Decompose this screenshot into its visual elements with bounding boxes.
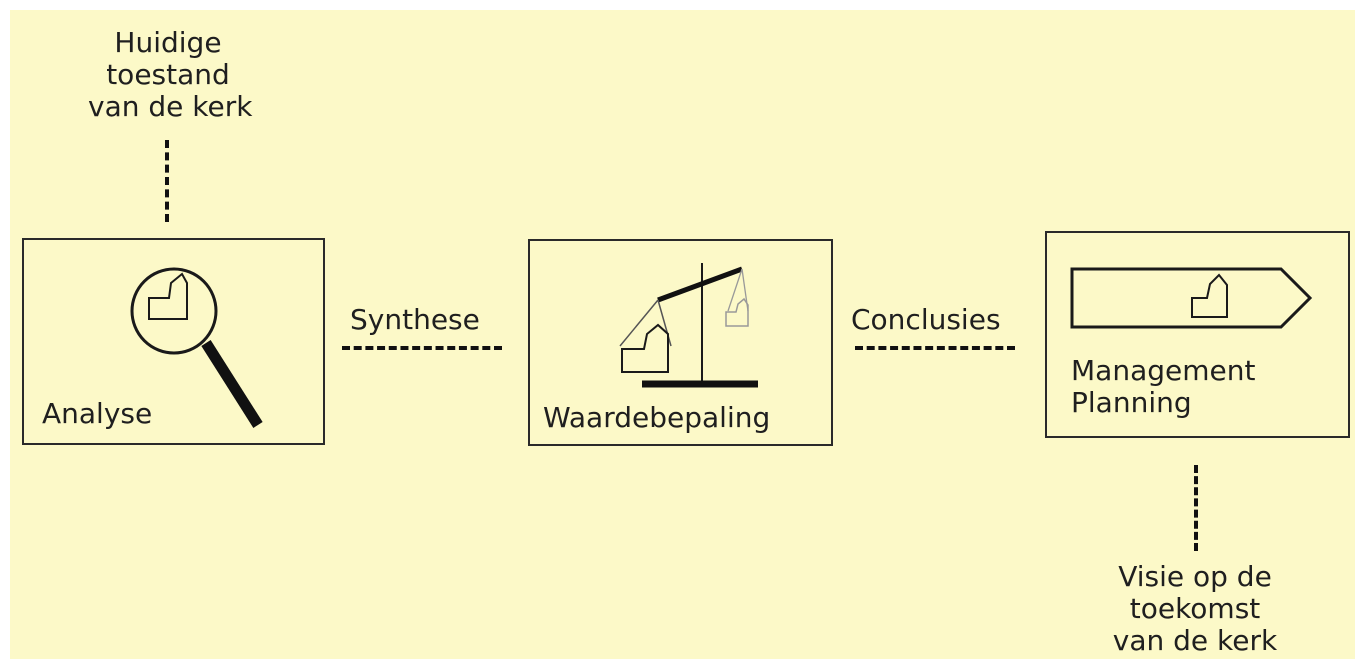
bottom-note-line1: Visie op de: [1118, 560, 1272, 593]
synthese-label: Synthese: [350, 303, 480, 336]
top-note: Huidige toestand van de kerk: [88, 26, 253, 123]
bottom-note-connector: [1194, 465, 1198, 551]
top-note-line3: van de kerk: [88, 90, 253, 123]
conclusies-connector: [855, 346, 1015, 350]
management-planning-box: Management Planning: [1045, 231, 1350, 438]
bottom-note-line2: toekomst: [1129, 592, 1261, 625]
top-note-line2: toestand: [106, 58, 230, 91]
management-label-line1: Management: [1071, 354, 1256, 387]
waardebepaling-box: Waardebepaling: [528, 239, 833, 446]
synthese-connector: [342, 346, 502, 350]
balance-scale-icon: [619, 263, 758, 388]
arrow-signpost-church-icon: [1070, 267, 1313, 329]
diagram-canvas: Huidige toestand van de kerk Analyse Syn…: [10, 10, 1355, 659]
conclusies-label: Conclusies: [851, 303, 1001, 336]
bottom-note-line3: van de kerk: [1112, 624, 1278, 657]
management-label-line2: Planning: [1071, 386, 1192, 419]
top-note-connector: [165, 140, 169, 222]
top-note-line1: Huidige: [114, 26, 222, 59]
management-planning-label: Management Planning: [1071, 355, 1255, 419]
analyse-box: Analyse: [22, 238, 325, 445]
waardebepaling-label: Waardebepaling: [543, 401, 771, 434]
magnifier-church-icon: [130, 267, 263, 428]
bottom-note: Visie op de toekomst van de kerk: [1107, 561, 1283, 657]
analyse-label: Analyse: [42, 397, 153, 430]
